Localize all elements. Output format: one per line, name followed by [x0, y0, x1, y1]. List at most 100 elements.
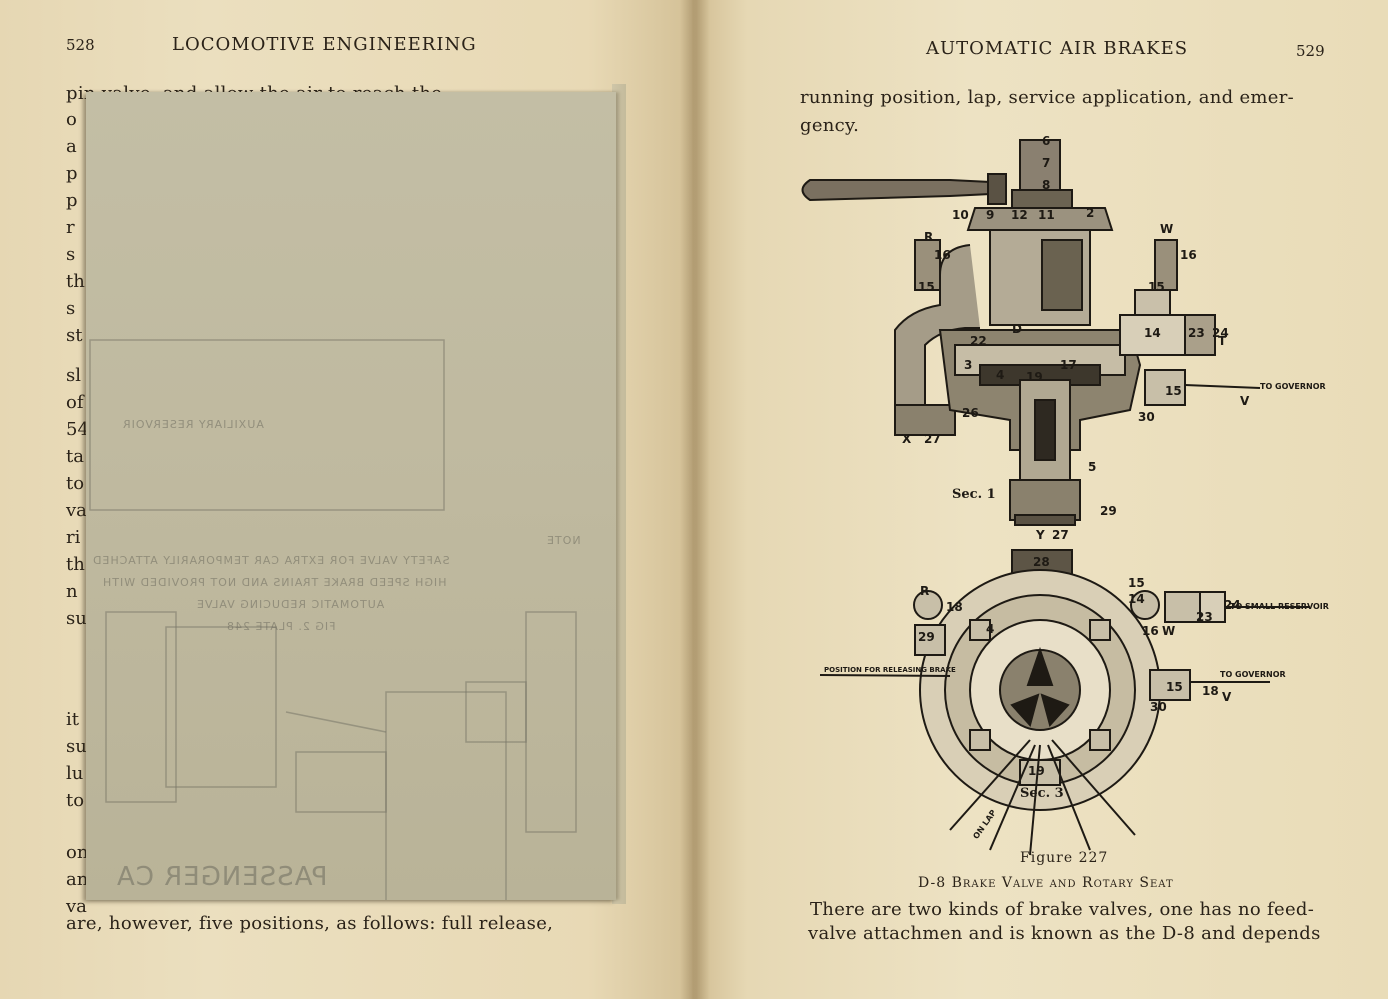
left-page-number: 528 [66, 36, 95, 54]
fig-num-3: 3 [964, 358, 973, 372]
fig-letter-V-sec3: V [1222, 690, 1232, 704]
fig-num-30: 30 [1138, 410, 1155, 424]
fig-num-4: 4 [996, 368, 1005, 382]
fig-letter-Y: Y [1036, 528, 1045, 542]
fig-num-17: 17 [1060, 358, 1077, 372]
fig-num-19-sec3: 19 [1028, 764, 1045, 778]
left-edge-fragment: sl [66, 365, 81, 386]
left-page-header: LOCOMOTIVE ENGINEERING [172, 34, 477, 55]
to-small-reservoir-label: TO SMALL RESERVOIR [1230, 602, 1329, 611]
fig-letter-T: T [1218, 334, 1227, 348]
fig-num-19-upper: 19 [1026, 370, 1043, 384]
fig-num-18-sec3: 18 [946, 600, 963, 614]
left-edge-fragment: st [66, 325, 83, 346]
inserted-sheet: AUXILIARY RESERVOIR NOTE SAFETY VALVE FO… [86, 92, 616, 900]
fig-num-24: 24 [1212, 326, 1229, 340]
left-edge-fragment: on [66, 842, 89, 863]
fig-num-23: 23 [1188, 326, 1205, 340]
fig-num-29: 29 [1100, 504, 1117, 518]
right-page-header: AUTOMATIC AIR BRAKES [926, 38, 1189, 59]
brake-valve-drawing [801, 139, 1310, 856]
ghost-note-line-1: SAFETY VALVE FOR EXTRA CAR TEMPORARILY A… [92, 554, 450, 567]
left-edge-fragment: 54 [66, 419, 89, 440]
left-edge-fragment: s [66, 244, 76, 265]
left-edge-fragment: to [66, 473, 85, 494]
fig-letter-D: D [1012, 322, 1022, 336]
brake-valve-figure: 6 7 8 10 9 12 11 2 R 16 W 16 15 15 14 23… [790, 130, 1335, 866]
left-edge-fragment: r [66, 217, 75, 238]
fig-num-26: 26 [962, 406, 979, 420]
to-governor-label-sec3: TO GOVERNOR [1220, 670, 1286, 679]
fig-num-16-left: 16 [934, 248, 951, 262]
fig-num-15-lower: 15 [1165, 384, 1182, 398]
section-3-label: Sec. 3 [1020, 786, 1064, 801]
left-edge-fragment: th [66, 271, 85, 292]
fig-num-10: 10 [952, 208, 969, 222]
fig-num-29-sec3: 29 [918, 630, 935, 644]
left-edge-fragment: su [66, 736, 87, 757]
fig-letter-R: R [924, 230, 934, 244]
fig-letter-X: X [902, 432, 912, 446]
right-intro-line-2: gency. [800, 115, 860, 136]
figure-number: Figure 227 [1020, 850, 1109, 866]
fig-num-2: 2 [1086, 206, 1095, 220]
right-bottom-line-1: There are two kinds of brake valves, one… [810, 899, 1315, 920]
fig-num-6: 6 [1042, 134, 1051, 148]
right-bottom-line-2: valve attachmen and is known as the D-8 … [808, 923, 1321, 944]
right-page-number: 529 [1296, 42, 1325, 60]
left-edge-fragment: th [66, 554, 85, 575]
left-edge-fragment: va [66, 500, 87, 521]
fig-num-15-sec3: 15 [1128, 576, 1145, 590]
left-edge-fragment: ta [66, 446, 84, 467]
left-edge-fragment: to [66, 790, 85, 811]
left-edge-fragment: of [66, 392, 84, 413]
left-edge-fragment: o [66, 109, 77, 130]
fig-num-23-sec3: 23 [1196, 610, 1213, 624]
left-edge-fragment: p [66, 190, 78, 211]
ghost-note-line-2: HIGH SPEED BRAKE TRAINS AND NOT PROVIDED… [102, 576, 447, 589]
left-edge-fragment: p [66, 163, 78, 184]
fig-num-24-sec3: 24 [1224, 598, 1241, 612]
fig-num-15-right: 15 [1148, 280, 1165, 294]
fig-num-30-sec3: 30 [1150, 700, 1167, 714]
left-edge-fragment: a [66, 136, 77, 157]
ghost-footer: PASSENGER CA [116, 862, 328, 892]
fig-num-14-sec3: 14 [1128, 592, 1145, 606]
left-edge-fragment: s [66, 298, 76, 319]
fig-num-16-sec3: 16 [1142, 624, 1159, 638]
fig-num-27-left: 27 [924, 432, 941, 446]
fig-num-8: 8 [1042, 178, 1051, 192]
to-governor-label-top: TO GOVERNOR [1260, 382, 1326, 391]
left-edge-fragment: n [66, 581, 78, 602]
fig-num-4-sec3: 4 [986, 622, 995, 636]
left-edge-fragment: ri [66, 527, 81, 548]
fig-num-9: 9 [986, 208, 995, 222]
fig-letter-R-sec3: R [920, 584, 930, 598]
book-gutter [680, 0, 710, 999]
ghost-note-line-3: AUTOMATIC REDUCING VALVE [196, 598, 385, 611]
releasing-position-label: POSITION FOR RELEASING BRAKE [824, 666, 956, 674]
fig-num-27-bottom: 27 [1052, 528, 1069, 542]
left-bottom-line-text: are, however, five positions, as follows… [66, 913, 554, 934]
fig-num-11: 11 [1038, 208, 1055, 222]
ghost-box-label: AUXILIARY RESERVOIR [122, 418, 264, 431]
fig-num-28: 28 [1033, 555, 1050, 569]
fig-letter-W-sec3: W [1162, 624, 1176, 638]
fig-num-12: 12 [1011, 208, 1028, 222]
ghost-note-title: NOTE [546, 534, 581, 547]
section-1-label: Sec. 1 [952, 487, 996, 502]
fig-num-15-sec3-lower: 15 [1166, 680, 1183, 694]
fig-num-14: 14 [1144, 326, 1161, 340]
fig-letter-V: V [1240, 394, 1250, 408]
ghost-show-through-drawing [89, 339, 577, 900]
fig-num-22: 22 [970, 334, 987, 348]
right-intro-line-1: running position, lap, service applicati… [800, 87, 1295, 108]
fig-num-18-sec3-right: 18 [1202, 684, 1219, 698]
left-edge-fragment: lu [66, 763, 84, 784]
fig-num-5: 5 [1088, 460, 1097, 474]
fig-num-15-left: 15 [918, 280, 935, 294]
left-edge-fragment: an [66, 869, 89, 890]
left-edge-fragment: va [66, 896, 87, 917]
ghost-note-line-4: FIG 2. PLATE 248 [226, 620, 336, 633]
